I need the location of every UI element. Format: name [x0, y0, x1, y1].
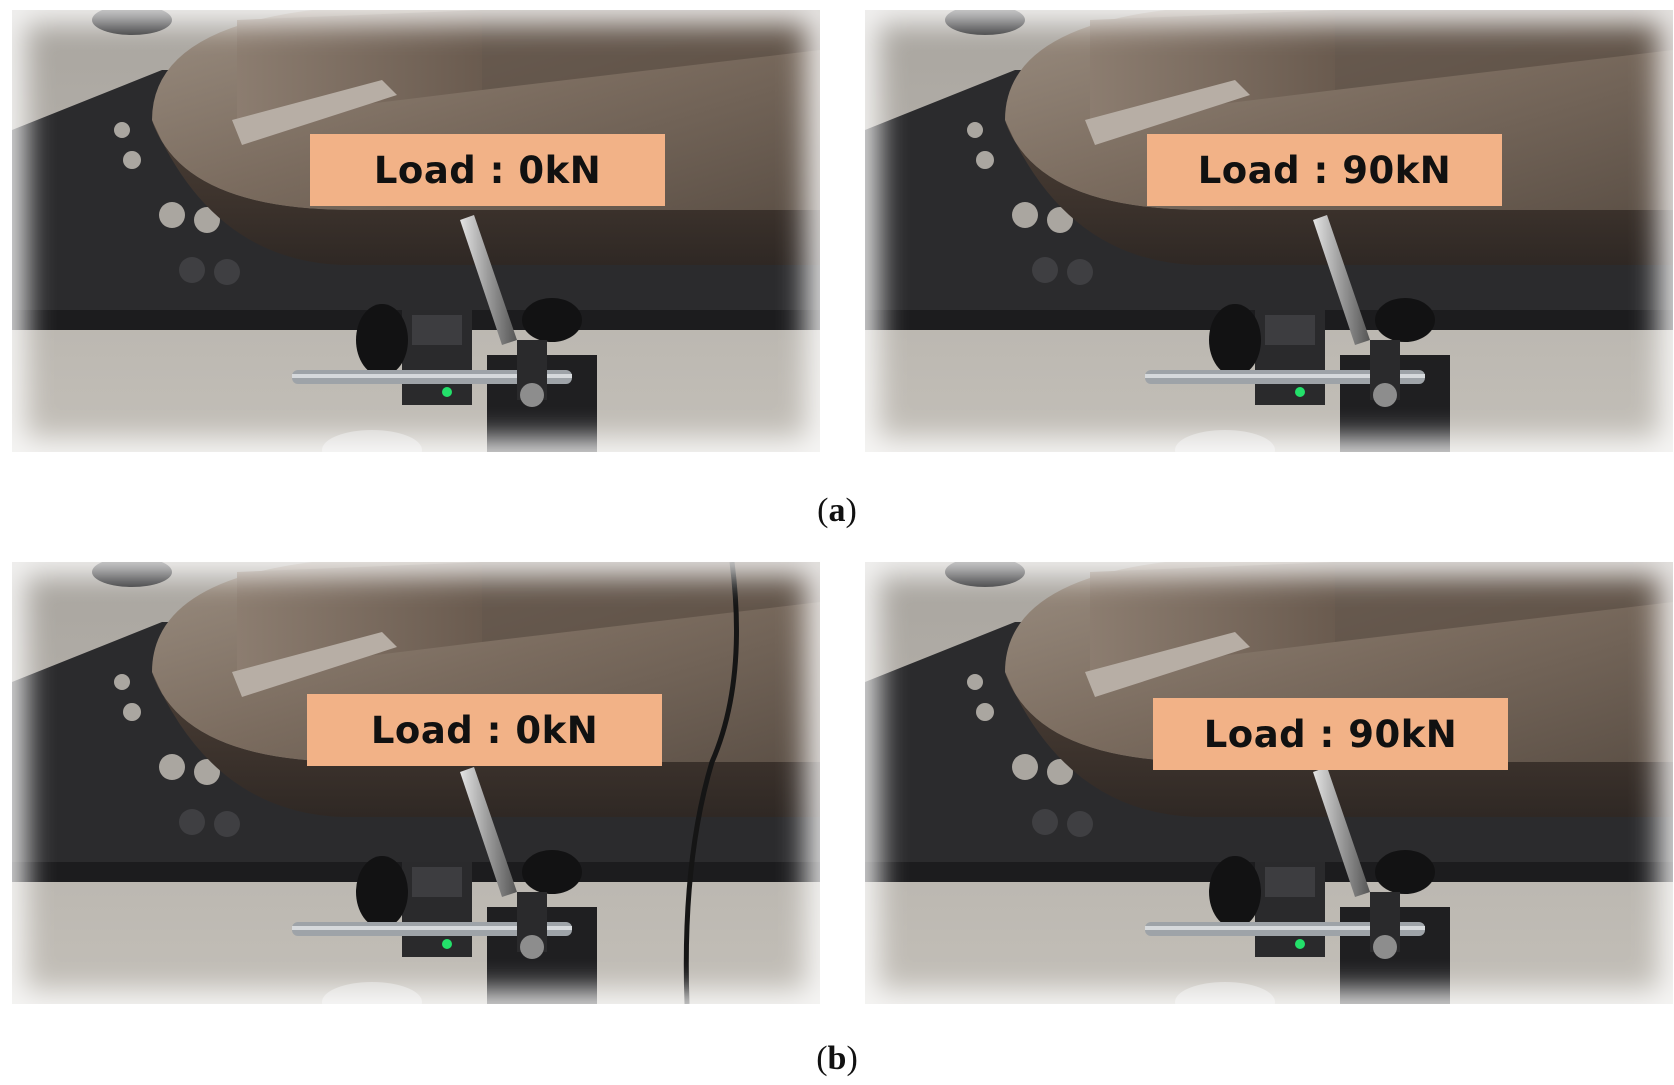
photo-b-load-90: Load : 90kN: [865, 562, 1673, 1004]
photo-a-load-0: Load : 0kN: [12, 10, 820, 452]
up-arrow-icon: [677, 636, 820, 1004]
load-label: Load : 90kN: [1153, 698, 1508, 770]
load-label: Load : 90kN: [1147, 134, 1502, 206]
caption-a: (a): [817, 492, 857, 529]
up-arrow-icon: [689, 76, 820, 452]
caption-b: (b): [816, 1040, 858, 1077]
up-arrow-icon: [1523, 76, 1673, 452]
photo-b-load-0: Load : 0kN: [12, 562, 820, 1004]
load-label: Load : 0kN: [307, 694, 662, 766]
up-arrow-icon: [1528, 638, 1673, 1004]
photo-a-load-90: Load : 90kN: [865, 10, 1673, 452]
load-label: Load : 0kN: [310, 134, 665, 206]
sensor-cable: [683, 562, 739, 1004]
